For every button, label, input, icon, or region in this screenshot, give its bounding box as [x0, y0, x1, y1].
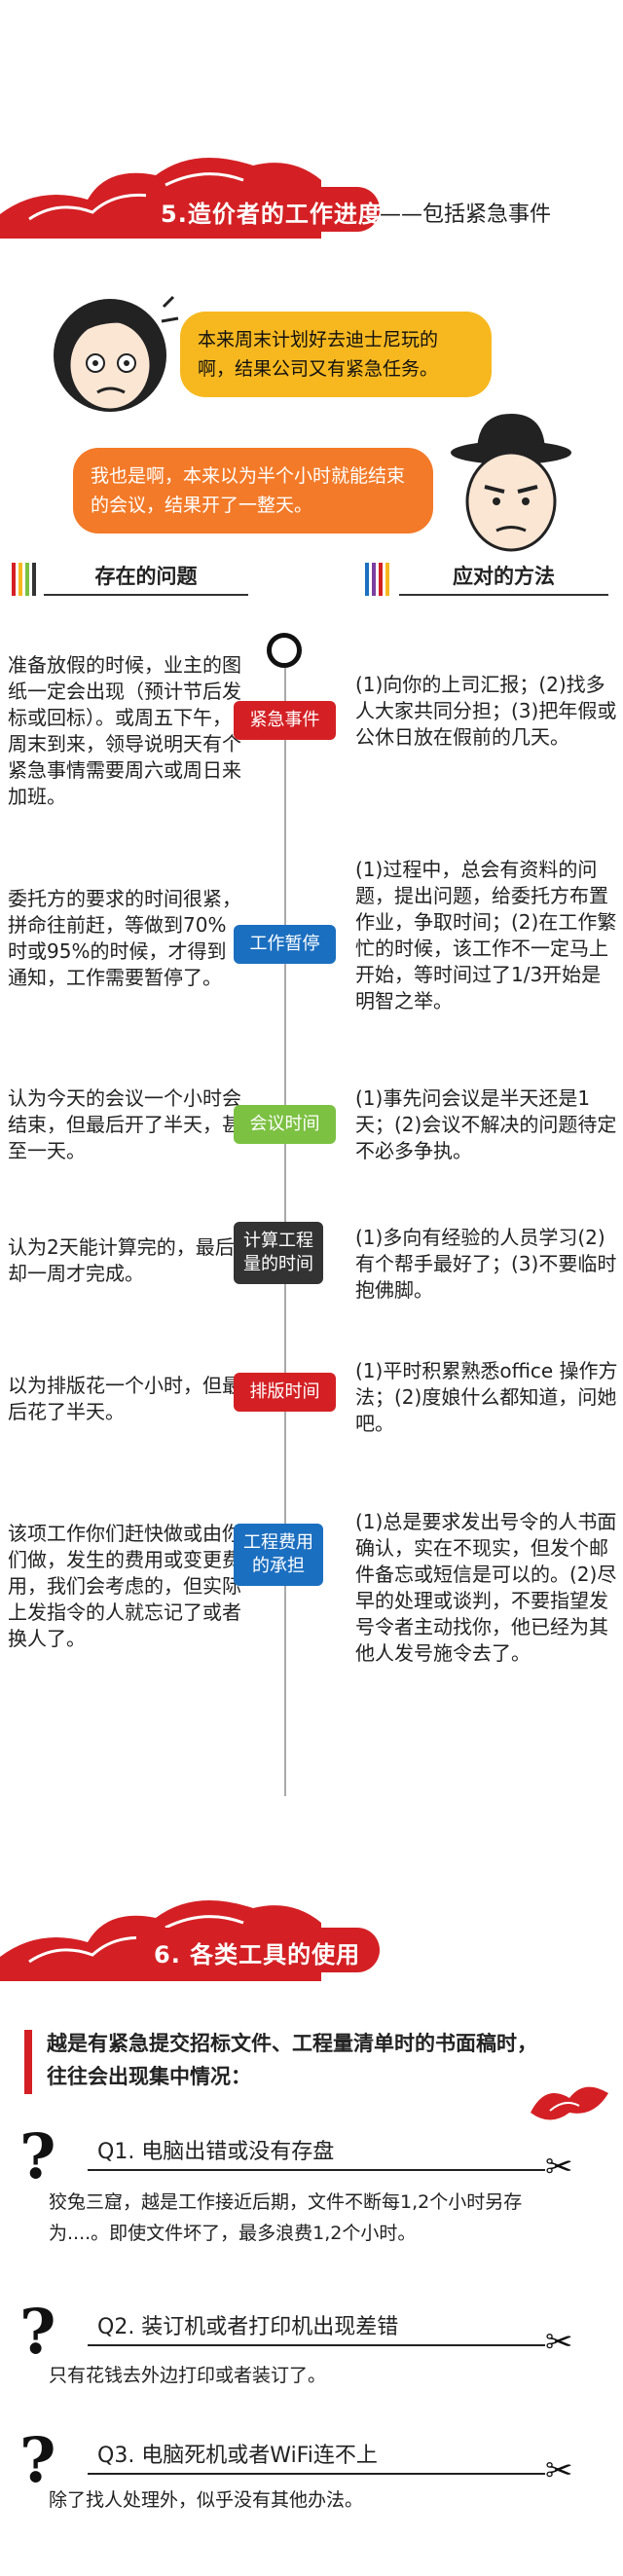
section5-title-bar — [146, 187, 380, 232]
method-text-6: (1)总是要求发出号令的人书面确认，实在不现实，但发个邮件备忘或短信是可以的。(… — [355, 1510, 617, 1665]
question-3-answer: 除了找人处理外，似乎没有其他办法。 — [49, 2489, 364, 2511]
section6-title: 6. 各类工具的使用 — [154, 1941, 361, 1969]
cloud-swirl-icon — [531, 2086, 608, 2120]
bowler-hat-man-avatar — [451, 414, 571, 552]
speech-bubble-woman: 本来周末计划好去迪士尼玩的啊，结果公司又有紧急任务。 — [180, 312, 492, 397]
problem-text-2: 委托方的要求的时间很紧，拼命往前赶，等做到70%时或95%的时候，才得到通知，工… — [8, 887, 241, 989]
intro-text: 越是有紧急提交招标文件、工程量清单时的书面稿时，往往会出现集中情况： — [47, 2032, 537, 2088]
problem-text-3: 认为今天的会议一个小时会结束，但最后开了半天，甚至一天。 — [8, 1086, 241, 1162]
scissors-icon: ✂ — [545, 2148, 573, 2187]
problem-text-6: 该项工作你们赶快做或由你们做，发生的费用或变更费用，我们会考虑的，但实际上发指令… — [8, 1522, 241, 1650]
tag-emergency: 紧急事件 — [234, 701, 336, 740]
section6-title-bar — [136, 1928, 380, 1972]
question-1-answer: 狡兔三窟，越是工作接近后期，文件不断每1,2个小时另存为....。即使文件坏了，… — [49, 2191, 523, 2244]
scissors-icon: ✂ — [545, 2451, 573, 2490]
problem-text-4: 认为2天能计算完的，最后却一周才完成。 — [8, 1235, 235, 1285]
tag-work-pause: 工作暂停 — [234, 925, 336, 964]
question-1-title: Q1. 电脑出错或没有存盘 — [97, 2140, 335, 2164]
speech-bubble-man: 我也是啊，本来以为半个小时就能结束的会议，结果开了一整天。 — [73, 448, 433, 534]
section5-title: 5.造价者的工作进度 — [161, 201, 383, 228]
method-text-3: (1)事先问会议是半天还是1天；(2)会议不解决的问题待定不必多争执。 — [355, 1086, 617, 1162]
question-2: ? Q2. 装订机或者打印机出现差错 ✂ 只有花钱去外边打印或者装订了。 — [19, 2296, 604, 2393]
tag-layout-time: 排版时间 — [234, 1373, 336, 1412]
question-3: ? Q3. 电脑死机或者WiFi连不上 ✂ 除了找人处理外，似乎没有其他办法。 — [19, 2424, 604, 2521]
question-2-title: Q2. 装订机或者打印机出现差错 — [97, 2315, 399, 2339]
intro-accent-bar — [24, 2030, 32, 2094]
problems-header: 存在的问题 — [44, 557, 248, 596]
method-text-4: (1)多向有经验的人员学习(2)有个帮手最好了；(3)不要临时抱佛脚。 — [355, 1226, 617, 1302]
question-1-underline — [88, 2169, 545, 2171]
question-mark-icon: ? — [19, 2296, 56, 2369]
question-mark-icon: ? — [19, 2424, 56, 2497]
scissors-icon: ✂ — [545, 2323, 573, 2362]
methods-header: 应对的方法 — [399, 557, 608, 596]
problem-text-1: 准备放假的时候，业主的图纸一定会出现（预计节后发标或回标）。或周五下午，周末到来… — [8, 653, 241, 808]
section5-subtitle: ——包括紧急事件 — [380, 202, 552, 227]
method-text-1: (1)向你的上司汇报；(2)找多人大家共同分担；(3)把年假或公休日放在假前的几… — [355, 673, 617, 749]
tag-meeting-time: 会议时间 — [234, 1105, 336, 1144]
question-1: ? Q1. 电脑出错或没有存盘 ✂ 狡兔三窟，越是工作接近后期，文件不断每1,2… — [19, 2120, 604, 2247]
problem-text-5: 以为排版花一个小时，但最后花了半天。 — [8, 1374, 241, 1423]
question-3-title: Q3. 电脑死机或者WiFi连不上 — [97, 2444, 378, 2468]
question-3-underline — [88, 2473, 545, 2475]
problems-header-stripes — [12, 563, 36, 596]
tag-calc-time: 计算工程量的时间 — [234, 1222, 323, 1284]
method-text-5: (1)平时积累熟悉office 操作方法；(2)度娘什么都知道，问她吧。 — [355, 1359, 618, 1435]
method-text-2: (1)过程中，总会有资料的问题，提出问题，给委托方布置作业，争取时间；(2)在工… — [355, 858, 617, 1012]
timeline-start-circle — [267, 633, 302, 668]
tag-cost-bearing: 工程费用的承担 — [234, 1524, 323, 1586]
question-mark-icon: ? — [19, 2120, 56, 2193]
question-2-answer: 只有花钱去外边打印或者装订了。 — [49, 2365, 327, 2386]
worried-woman-avatar — [54, 295, 179, 412]
question-2-underline — [88, 2344, 545, 2346]
methods-header-stripes — [365, 563, 389, 596]
